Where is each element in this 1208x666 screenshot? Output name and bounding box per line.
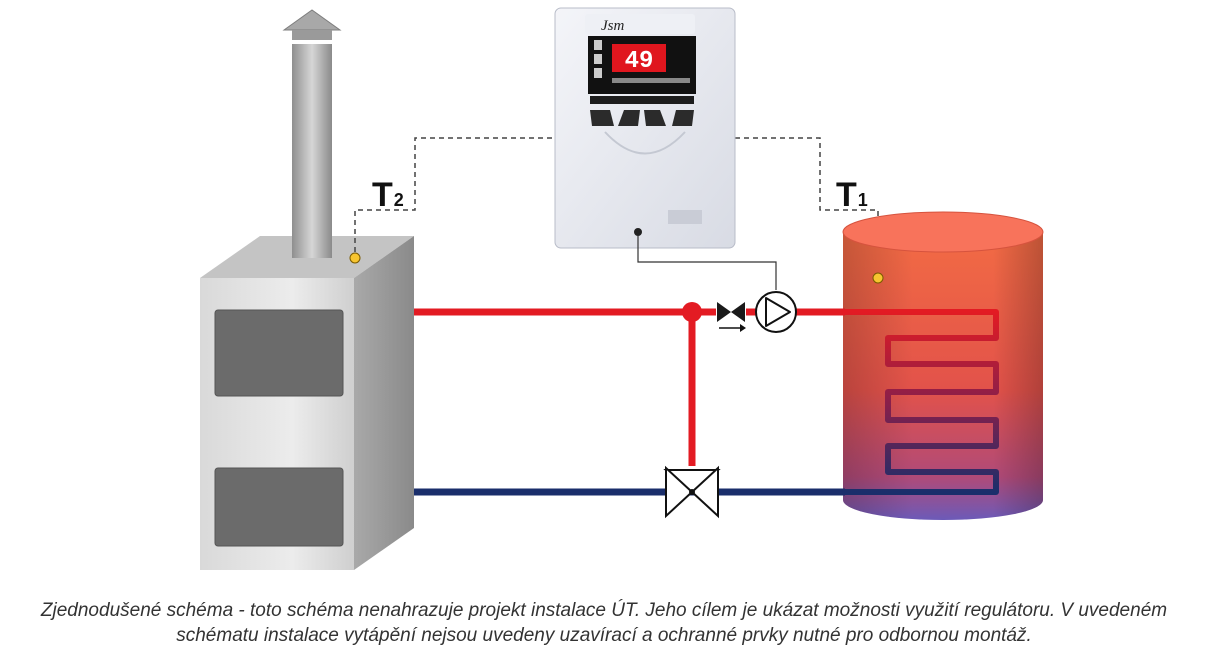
controller-brand-area xyxy=(585,14,695,34)
sensor-label-t1-sub: 1 xyxy=(858,190,868,210)
caption-line-1: Zjednodušené schéma - toto schéma nenahr… xyxy=(40,600,1168,621)
valve-center xyxy=(689,489,695,495)
pump-arrow xyxy=(765,297,791,327)
controller-badge xyxy=(668,210,702,224)
three-way-valve xyxy=(663,465,721,519)
sensor-point-t2 xyxy=(349,252,361,264)
tank-shading xyxy=(843,232,1043,520)
controller-brand-text: Jsm xyxy=(601,18,624,34)
boiler-side xyxy=(354,236,414,570)
sensor-label-t2: T2 xyxy=(372,176,404,214)
controller-indicator xyxy=(594,40,602,50)
sensor-label-t2-sub: 2 xyxy=(394,190,404,210)
check-valve-left xyxy=(717,302,731,322)
controller-button[interactable] xyxy=(644,110,666,126)
diagram-caption: Zjednodušené schéma - toto schéma nenahr… xyxy=(0,598,1208,648)
pipe-junction xyxy=(682,302,702,322)
sensor-point-t1 xyxy=(872,272,884,284)
boiler xyxy=(200,236,414,570)
pump-cable xyxy=(637,236,777,290)
boiler-lower-door xyxy=(214,467,344,547)
valve-right-wedge xyxy=(690,465,719,519)
controller-label-strip xyxy=(590,96,694,104)
tank-top xyxy=(842,211,1044,253)
controller-button[interactable] xyxy=(590,110,614,126)
flow-arrow-head xyxy=(740,324,746,332)
sensor-label-t1: T1 xyxy=(836,176,868,214)
valve-left-wedge xyxy=(665,465,694,519)
boiler-upper-door xyxy=(214,309,344,397)
controller-panel-arc xyxy=(604,131,686,155)
controller-icon-row xyxy=(612,78,690,83)
caption-line-2: schématu instalace vytápění nejsou uvede… xyxy=(176,625,1032,646)
heat-exchanger-coil xyxy=(845,309,999,495)
controller-display xyxy=(612,44,666,72)
controller-indicator xyxy=(594,54,602,64)
circulation-pump xyxy=(755,291,797,333)
check-valve xyxy=(716,302,746,332)
controller-indicator xyxy=(594,68,602,78)
chimney-cap xyxy=(282,9,342,31)
check-valve-right xyxy=(731,302,745,322)
chimney xyxy=(282,9,342,258)
controller-led xyxy=(634,228,642,236)
sensor-label-t2-main: T xyxy=(372,176,393,214)
controller-button[interactable] xyxy=(672,110,694,126)
controller-button[interactable] xyxy=(618,110,640,126)
sensor-cable-t2 xyxy=(354,137,555,252)
chimney-pipe xyxy=(292,44,332,258)
controller-display-value: 49 xyxy=(625,48,654,75)
sensor-label-t1-main: T xyxy=(836,176,857,214)
controller: Jsm 49 xyxy=(554,7,736,249)
chimney-cap-neck xyxy=(292,30,332,40)
